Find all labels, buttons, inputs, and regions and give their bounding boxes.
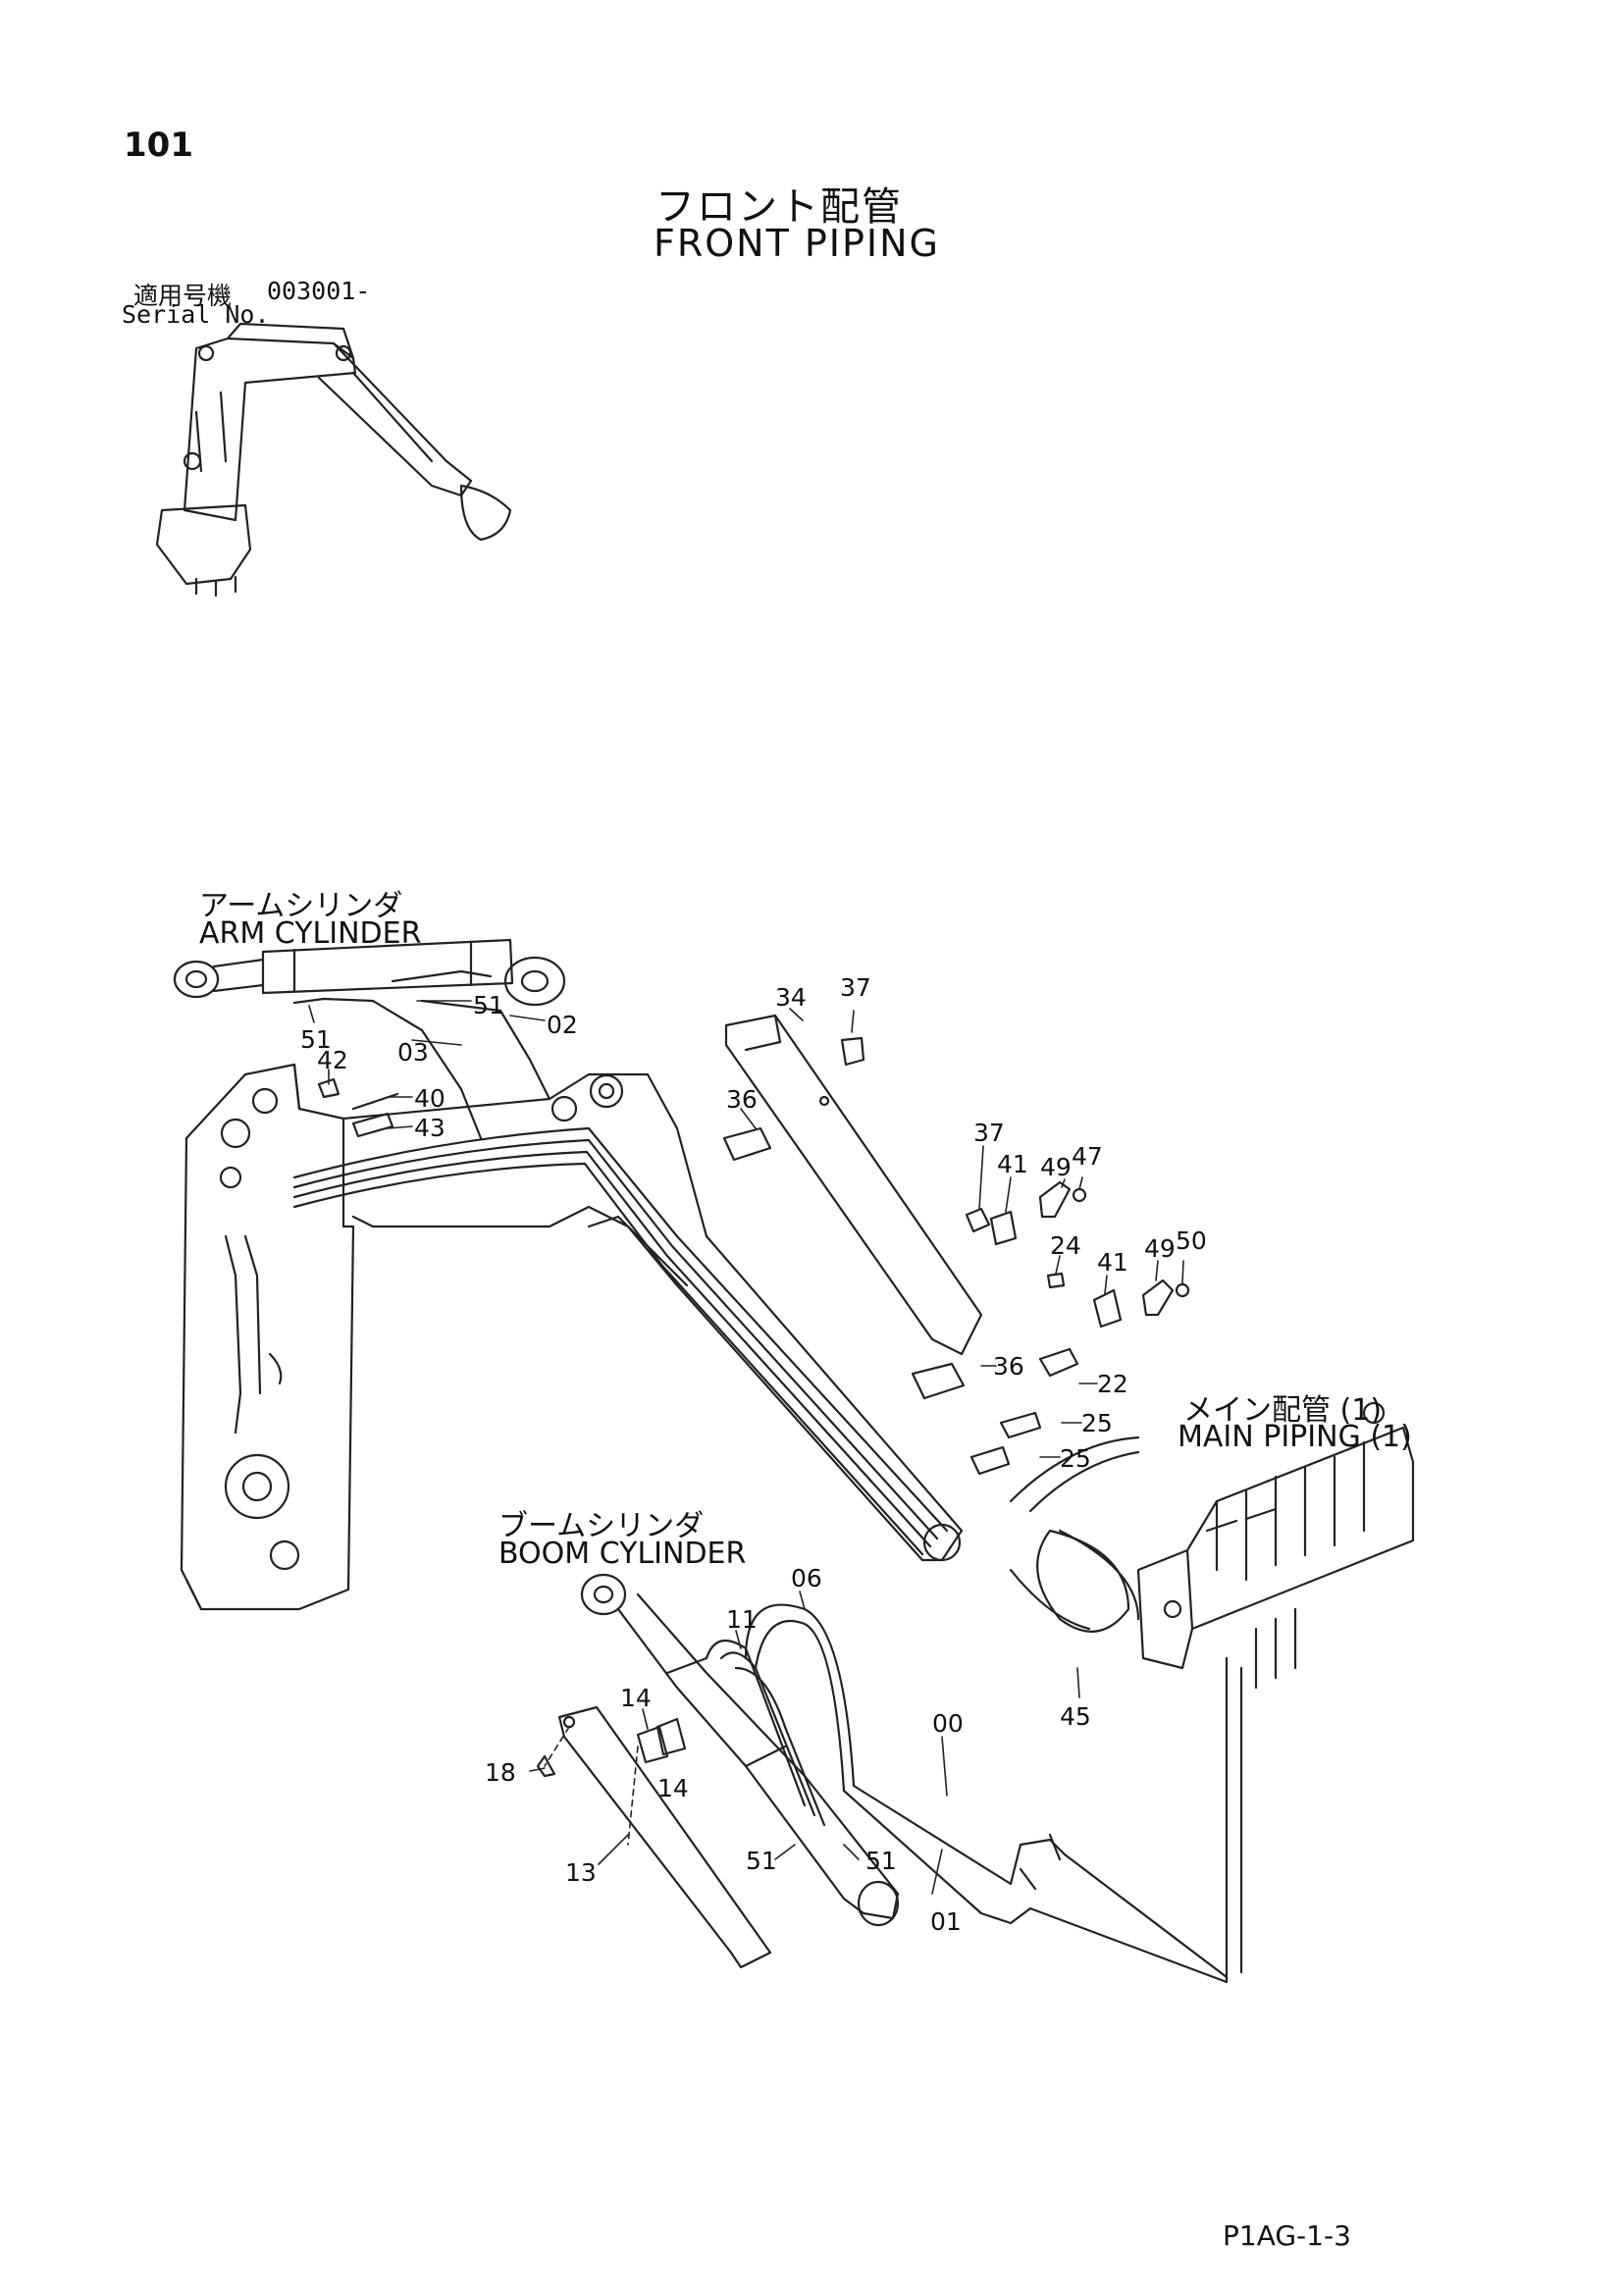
callout-number: 51 xyxy=(746,1847,777,1875)
callout-number: 00 xyxy=(932,1709,964,1738)
callout-number: 40 xyxy=(414,1084,445,1113)
arm-cylinder-label: ARM CYLINDER xyxy=(199,916,422,951)
arm-cylinder-drawing xyxy=(173,938,566,1140)
callout-number: 24 xyxy=(1050,1231,1081,1260)
callout-number: 47 xyxy=(1072,1142,1103,1171)
main-piping-label: MAIN PIPING (1) xyxy=(1178,1420,1412,1454)
arm-cylinder-label-japanese: アームシリンダ xyxy=(199,889,403,923)
boom-cylinder-label-japanese: ブームシリンダ xyxy=(498,1509,705,1543)
callout-number: 51 xyxy=(473,991,504,1019)
callout-number: 45 xyxy=(1060,1702,1091,1731)
callout-number: 14 xyxy=(620,1684,652,1712)
leader-lines xyxy=(308,1000,1184,1895)
catalog-code: P1AG-1-3 xyxy=(1223,2219,1351,2252)
callout-number: 03 xyxy=(397,1038,429,1067)
callout-number: 49 xyxy=(1144,1234,1176,1263)
pipe-cover-plate xyxy=(724,1014,983,1356)
fittings-group-upper xyxy=(317,1036,1190,1476)
callout-number: 37 xyxy=(973,1119,1005,1147)
callout-number: 37 xyxy=(840,973,871,1002)
main-piping-label-japanese: メイン配管 (1) xyxy=(1183,1393,1383,1428)
callout-number: 36 xyxy=(726,1085,758,1114)
callout-number: 51 xyxy=(865,1847,897,1875)
callout-number: 34 xyxy=(775,983,807,1012)
callout-number: 49 xyxy=(1040,1153,1072,1181)
callout-number: 42 xyxy=(317,1046,348,1074)
callout-number: 41 xyxy=(997,1150,1028,1178)
callout-number: 13 xyxy=(565,1858,597,1887)
callout-number: 14 xyxy=(657,1774,689,1802)
page-title-japanese: フロント配管 xyxy=(655,184,903,230)
boom-hoses xyxy=(705,1603,1229,1984)
callout-number: 06 xyxy=(791,1564,822,1592)
callout-number: 41 xyxy=(1097,1248,1128,1277)
boom-drawing xyxy=(180,1063,964,1611)
boom-cylinder-drawing xyxy=(536,1573,900,1969)
callout-number: 51 xyxy=(300,1025,332,1054)
boom-cylinder-label: BOOM CYLINDER xyxy=(498,1537,747,1571)
callout-number: 36 xyxy=(993,1352,1024,1381)
page-title: FRONT PIPING xyxy=(654,222,941,265)
serial-number-value: 003001- xyxy=(267,277,371,305)
callout-number: 43 xyxy=(414,1114,445,1142)
callout-number: 22 xyxy=(1097,1370,1128,1398)
callout-number: 18 xyxy=(485,1758,516,1787)
callout-number: 25 xyxy=(1081,1409,1113,1437)
callout-number: 01 xyxy=(930,1907,962,1936)
page-number: 101 xyxy=(124,126,193,165)
hose-bundle-45 xyxy=(1009,1435,1140,1633)
control-valve-drawing xyxy=(1136,1401,1415,1984)
callout-number: 25 xyxy=(1060,1444,1091,1473)
callout-number: 11 xyxy=(726,1605,758,1634)
callout-number: 02 xyxy=(547,1011,578,1039)
machine-thumbnail xyxy=(155,322,512,598)
callout-number: 50 xyxy=(1176,1226,1207,1255)
serial-label-japanese: 適用号機 xyxy=(133,282,233,310)
